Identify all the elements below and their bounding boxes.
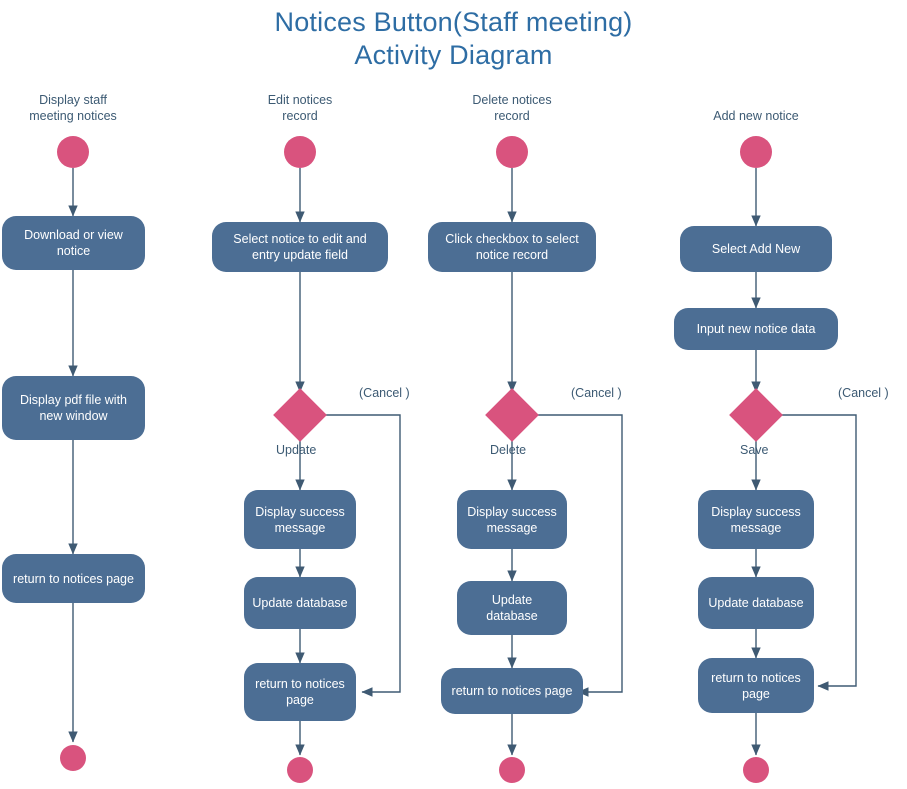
final-node-add (743, 757, 769, 783)
decision-label-cancel-add: (Cancel ) (838, 386, 889, 400)
action-return-to-notices-page-add[interactable]: return to notices page (698, 658, 814, 713)
action-display-success-message-add[interactable]: Display success message (698, 490, 814, 549)
decision-node-delete[interactable] (485, 388, 539, 442)
decision-label-delete: Delete (490, 443, 527, 457)
final-node-display (60, 745, 86, 771)
action-update-database-add[interactable]: Update database (698, 577, 814, 629)
action-select-add-new[interactable]: Select Add New (680, 226, 832, 272)
lane-caption-display: Display staff meeting notices (29, 93, 117, 123)
decision-label-update: Update (276, 443, 317, 457)
action-click-checkbox-to-select[interactable]: Click checkbox to select notice record (428, 222, 596, 272)
initial-node-add (740, 136, 772, 168)
page-title: Notices Button(Staff meeting) Activity D… (274, 7, 633, 70)
initial-node-delete (496, 136, 528, 168)
edge-l4-cancel (778, 414, 857, 691)
edge-l3-cancel (534, 414, 623, 697)
action-download-or-view-notice[interactable]: Download or view notice (2, 216, 145, 270)
lane-caption-edit: Edit notices record (267, 93, 333, 123)
action-return-to-notices-page-edit[interactable]: return to notices page (244, 663, 356, 721)
decision-label-cancel-edit: (Cancel ) (359, 386, 410, 400)
decision-label-cancel-delete: (Cancel ) (571, 386, 622, 400)
final-node-edit (287, 757, 313, 783)
lane-caption-add: Add new notice (713, 109, 799, 123)
action-update-database-edit[interactable]: Update database (244, 577, 356, 629)
edge-l2-cancel (322, 414, 401, 697)
decision-node-update[interactable] (273, 388, 327, 442)
action-return-to-notices-page-display[interactable]: return to notices page (2, 554, 145, 603)
lane-caption-delete: Delete notices record (472, 93, 552, 123)
decision-label-save: Save (740, 443, 769, 457)
initial-node-edit (284, 136, 316, 168)
action-update-database-delete[interactable]: Update database (457, 581, 567, 635)
final-node-delete (499, 757, 525, 783)
action-display-pdf-file[interactable]: Display pdf file with new window (2, 376, 145, 440)
decision-node-save[interactable] (729, 388, 783, 442)
action-return-to-notices-page-delete[interactable]: return to notices page (441, 668, 583, 714)
initial-node-display (57, 136, 89, 168)
action-input-new-notice-data[interactable]: Input new notice data (674, 308, 838, 350)
action-display-success-message-delete[interactable]: Display success message (457, 490, 567, 549)
action-select-notice-to-edit[interactable]: Select notice to edit and entry update f… (212, 222, 388, 272)
action-display-success-message-edit[interactable]: Display success message (244, 490, 356, 549)
